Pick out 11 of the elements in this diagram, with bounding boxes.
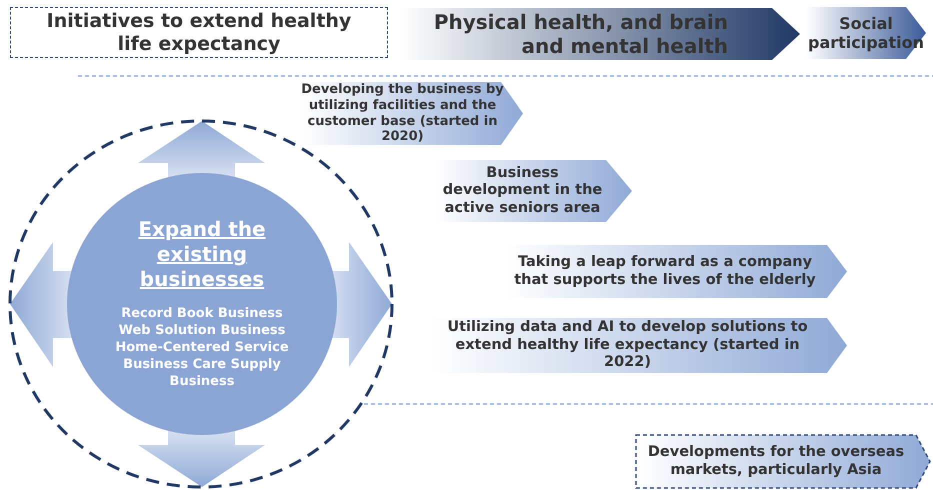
banner-text: Business development in the active seniors area — [442, 164, 602, 218]
heading-text: Initiatives to extend healthy life expectancy — [46, 10, 352, 56]
chevron-banner — [636, 435, 930, 488]
banner-text: Physical health, and brain and mental health — [432, 10, 728, 58]
banner-text: Developing the business by utilizing facilities and the customer base (started in 2020) — [300, 82, 505, 145]
business-list: Record Book Business Web Solution Business Home-Centered Service Business Care Supply Business — [110, 306, 294, 391]
banner-text: Utilizing data and AI to develop solutions to extend healthy life expectancy (started in 2022) — [446, 319, 809, 372]
circle-heading: Expand the existing businesses — [137, 217, 267, 292]
banner-text: Developments for the overseas markets, particularly Asia — [646, 444, 906, 479]
heading-box — [10, 7, 388, 58]
banner-text: Taking a leap forward as a company that supports the lives of the elderly — [513, 254, 817, 289]
